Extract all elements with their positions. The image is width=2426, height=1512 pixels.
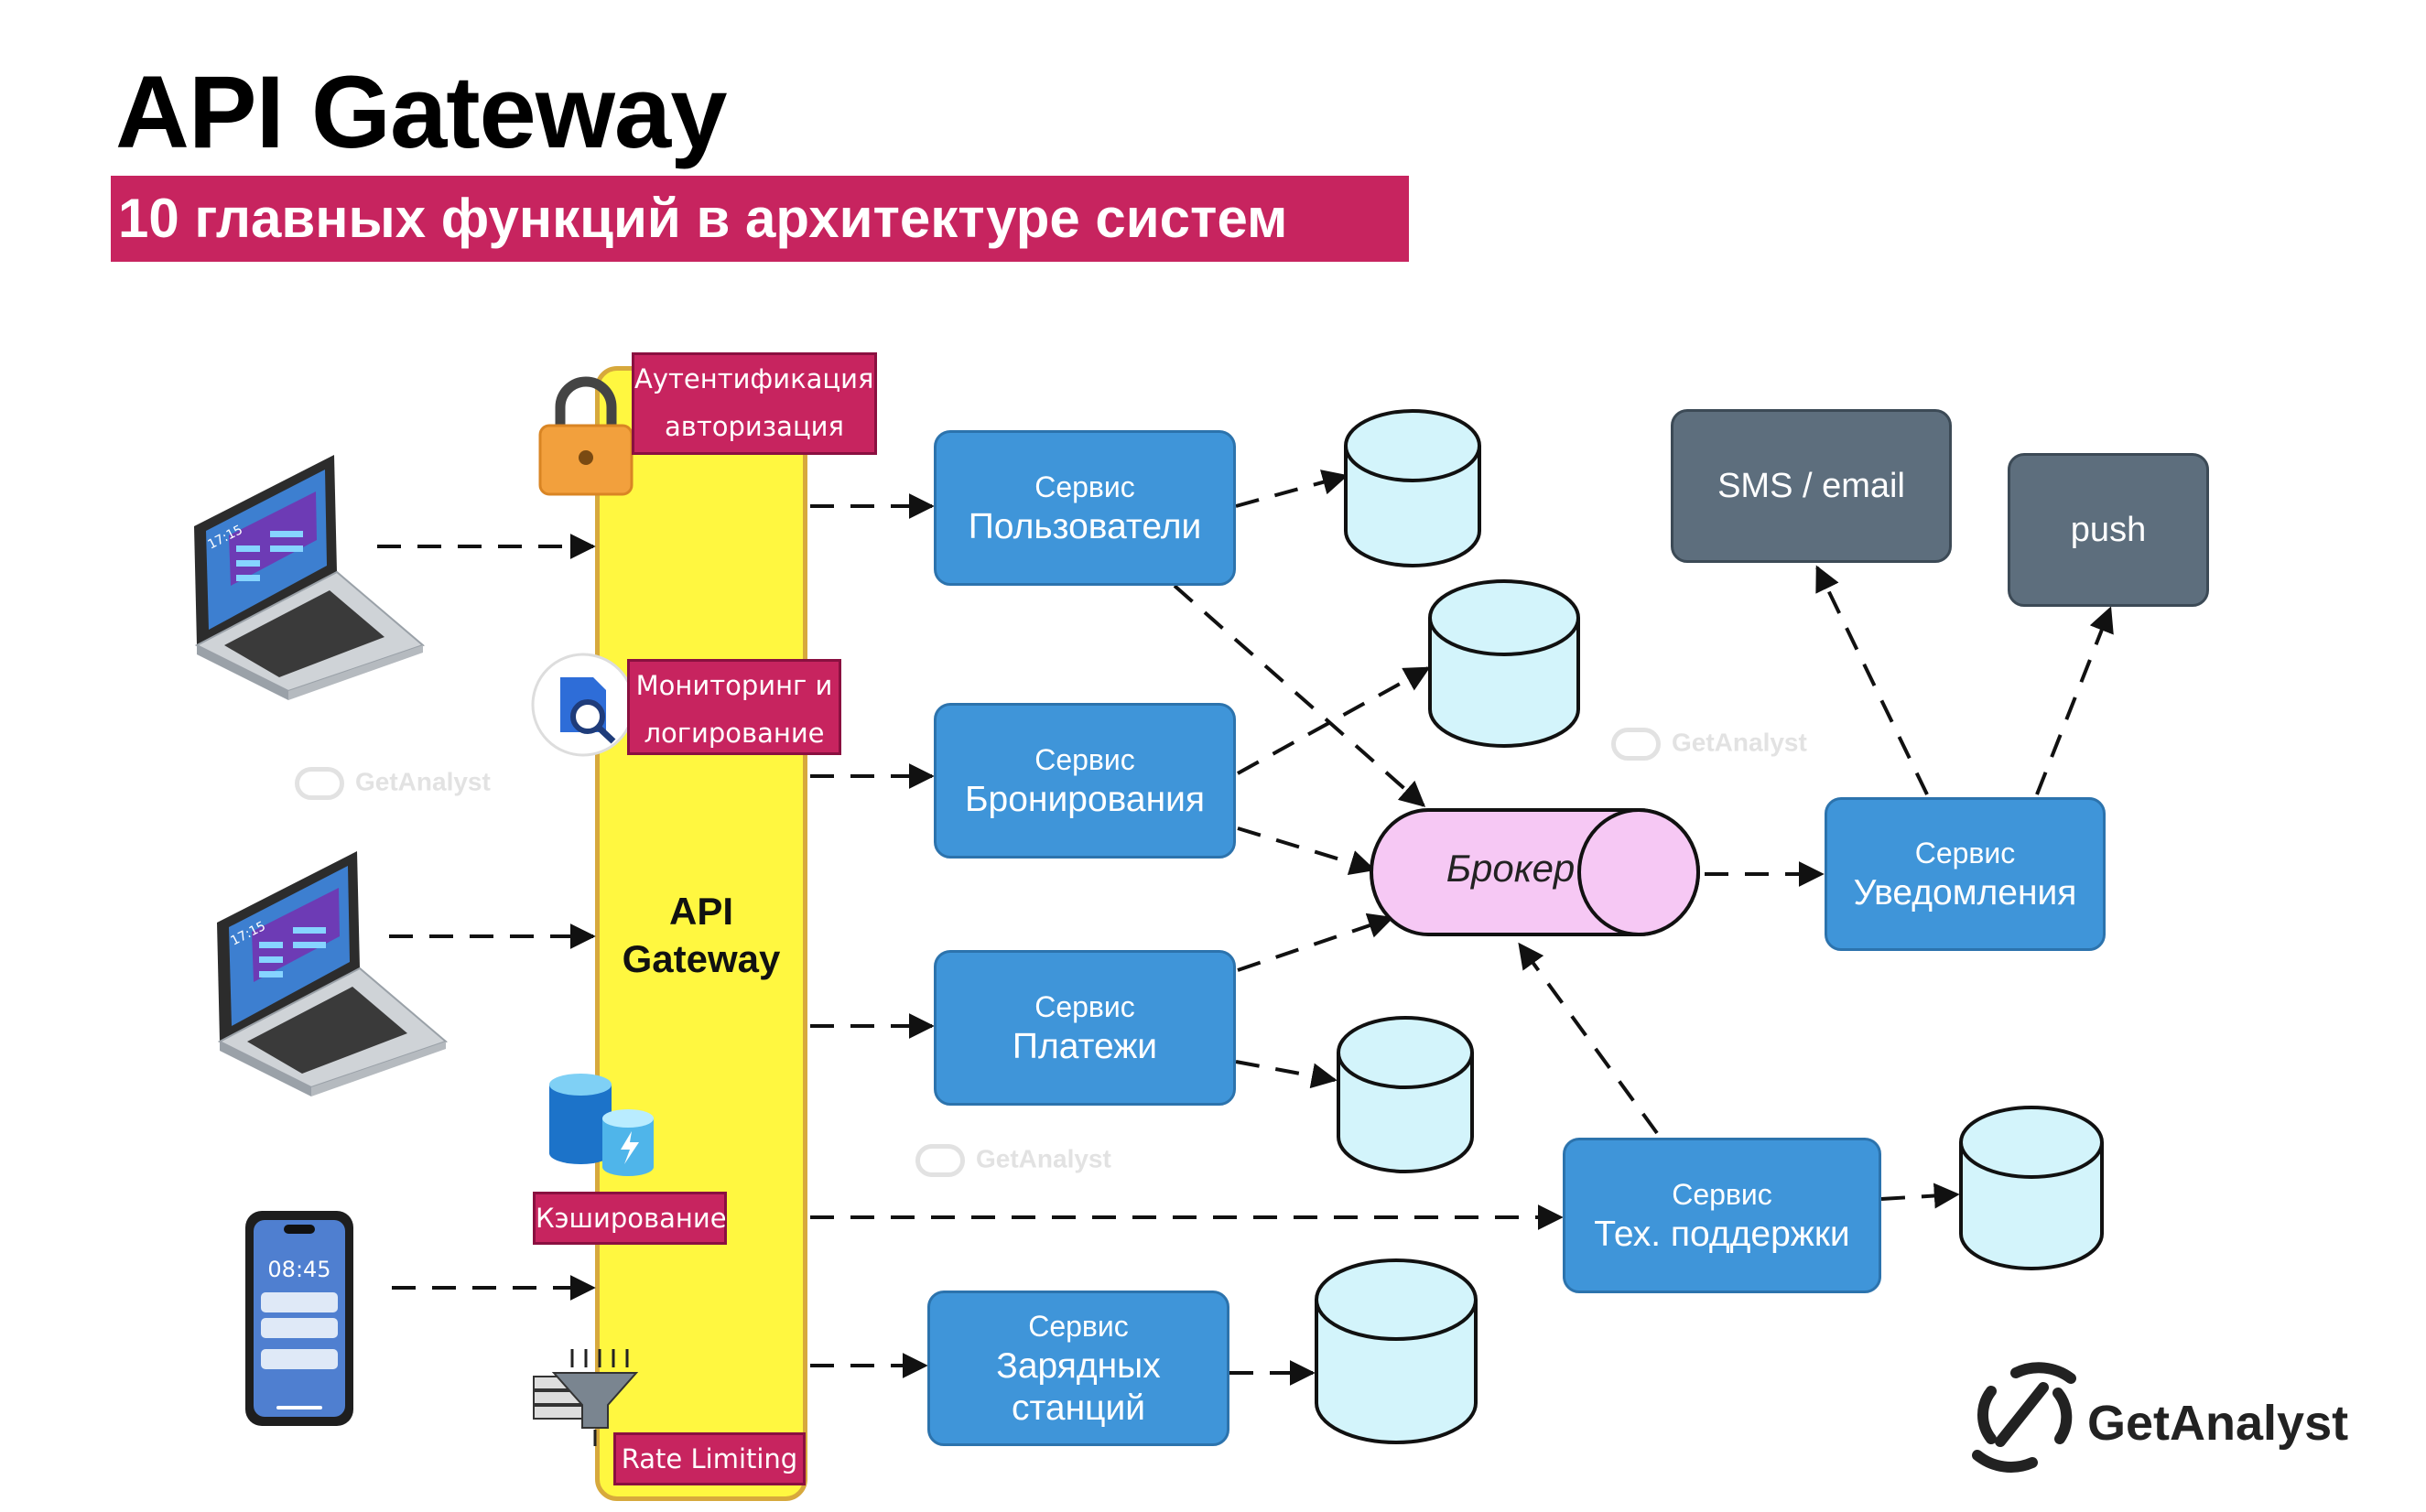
laptop-icon: 17:15 (217, 851, 448, 1096)
service-charging-stations: Сервис Зарядных станций (927, 1291, 1229, 1446)
smartphone-icon: 08:45 (245, 1211, 353, 1426)
lock-icon (538, 376, 634, 496)
database-booking (1428, 579, 1580, 748)
getanalyst-logo-text: GetAnalyst (2087, 1396, 2349, 1451)
service-notifications: Сервис Уведомления (1825, 797, 2106, 951)
getanalyst-logo-icon (1972, 1362, 2076, 1473)
service-tech-support: Сервис Тех. поддержки (1563, 1138, 1881, 1293)
arrow-booking-broker (1237, 826, 1376, 876)
service-users: Сервис Пользователи (934, 430, 1236, 586)
page-subtitle: 10 главных функций в архитектуре систем (111, 176, 1409, 262)
arrow-users-db (1235, 470, 1348, 508)
database-charging (1315, 1258, 1478, 1444)
watermark-logo-icon (295, 767, 344, 800)
broker-label: Брокер (1446, 847, 1576, 890)
watermark-right: GetAnalyst (1611, 728, 1807, 761)
arrow-notifications-sms (1815, 565, 1929, 795)
api-gateway-label: API Gateway (622, 890, 781, 980)
arrow-payments-broker (1237, 913, 1394, 972)
channel-sms-email: SMS / email (1671, 409, 1952, 563)
arrow-booking-db (1237, 666, 1431, 775)
arrow-payments-db (1235, 1060, 1338, 1089)
phone-time: 08:45 (267, 1257, 330, 1282)
database-users (1344, 409, 1481, 567)
page-title: API Gateway (115, 55, 728, 169)
watermark-middle: GetAnalyst (915, 1144, 1111, 1177)
arrow-users-broker (1173, 584, 1426, 807)
broker-cylinder (1370, 808, 1700, 936)
service-booking: Сервис Бронирования (934, 703, 1236, 859)
rate-limiting-funnel-icon (533, 1349, 639, 1446)
channel-push: push (2008, 453, 2209, 607)
tag-monitoring: Мониторинг и логирование (627, 659, 841, 755)
database-payments (1337, 1016, 1474, 1173)
watermark-logo-icon (915, 1144, 965, 1177)
api-gateway-column (595, 366, 807, 1501)
service-payments: Сервис Платежи (934, 950, 1236, 1106)
laptop-icon: 17:15 (194, 455, 425, 700)
cache-database-icon (549, 1074, 654, 1176)
tag-caching: Кэширование (533, 1192, 727, 1245)
watermark-logo-icon (1611, 728, 1661, 761)
database-support (1959, 1106, 2104, 1270)
arrow-support-db (1880, 1183, 1960, 1209)
watermark-left: GetAnalyst (295, 767, 491, 800)
arrow-notifications-push (2035, 606, 2114, 795)
tag-authentication: Аутентификация и авторизация (632, 352, 899, 455)
tag-rate-limiting: Rate Limiting (613, 1432, 806, 1485)
